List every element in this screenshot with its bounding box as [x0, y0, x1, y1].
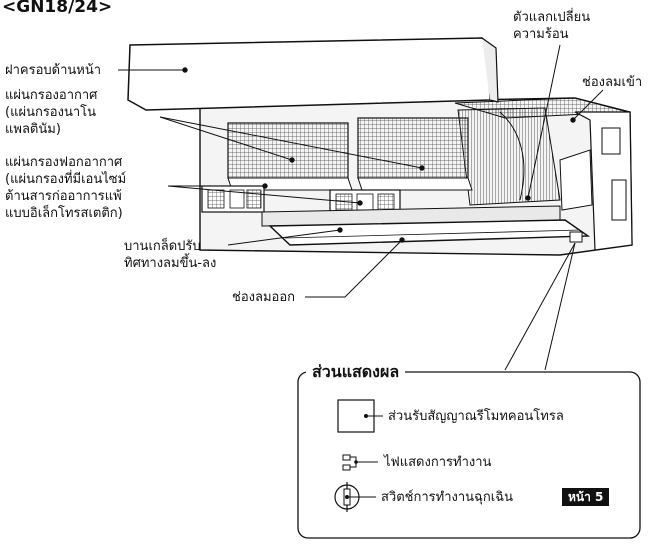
label-air-inlet: ช่องลมเข้า [582, 75, 643, 90]
label-louver-line2: ทิศทางลมขึ้น-ลง [124, 256, 217, 271]
horizontal-louver [268, 219, 591, 246]
air-filter-left [227, 122, 353, 191]
operation-lamp-label: ไฟแสดงการทำงาน [384, 455, 492, 470]
label-front-cover: ฝาครอบด้านหน้า [5, 63, 102, 78]
label-deodorize-filter-line2: (แผ่นกรองที่มีเอนไซม์ [5, 172, 127, 187]
remote-receiver-label: ส่วนรับสัญญาณรีโมทคอนโทรล [388, 409, 564, 424]
label-air-filter-line1: แผ่นกรองอากาศ [5, 88, 98, 103]
display-area [569, 231, 583, 243]
page-reference-badge: หน้า 5 [562, 488, 610, 506]
model-title: <GN18/24> [2, 0, 113, 17]
leader-lines [118, 44, 604, 371]
label-deodorize-filter-line4: แบบอิเล็กโทรสเตติก) [5, 206, 123, 221]
operation-lamp-icon [342, 454, 351, 461]
deodorizing-filter-left [201, 185, 265, 213]
display-panel-callout [297, 371, 641, 539]
label-air-outlet: ช่องลมออก [232, 290, 296, 305]
front-cover [127, 37, 499, 111]
label-deodorize-filter-line3: ต้านสารก่ออาการแพ้ [5, 189, 122, 204]
air-filter-right [357, 117, 473, 191]
label-louver-line1: บานเกล็ดปรับ [124, 239, 201, 254]
label-heat-exchanger-line1: ตัวแลกเปลี่ยน [513, 10, 591, 25]
label-air-filter-line2: (แผ่นกรองนาโน [5, 105, 97, 120]
label-deodorize-filter-line1: แผ่นกรองฟอกอากาศ [5, 155, 123, 170]
label-air-filter-line3: แพลตินัม) [5, 122, 61, 137]
label-heat-exchanger-line2: ความร้อน [513, 27, 569, 42]
display-panel-title: ส่วนแสดงผล [306, 360, 406, 385]
heat-exchanger [457, 107, 561, 206]
emergency-switch-label: สวิตช์การทำงานฉุกเฉิน [381, 490, 513, 505]
